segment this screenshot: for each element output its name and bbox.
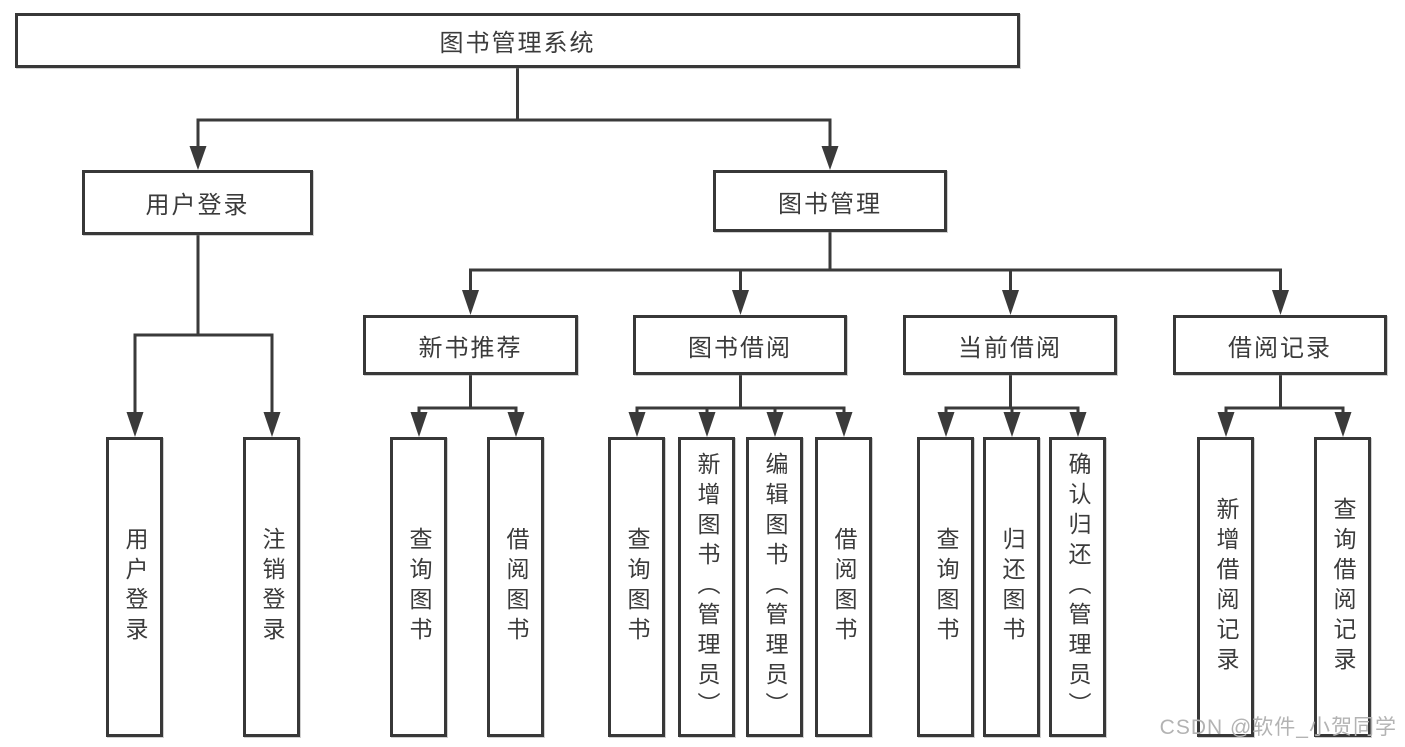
leaf-add-borrow-record-label: 新增借阅记录 [1213,497,1239,677]
node-borrowing-records: 借阅记录 [1173,315,1387,375]
node-book-management: 图书管理 [713,170,947,232]
leaf-recommend-borrow-books: 借阅图书 [487,437,544,737]
node-user-login-label: 用户登录 [145,192,250,219]
node-borrowing-records-label: 借阅记录 [1228,334,1332,362]
node-current-borrowing: 当前借阅 [903,315,1117,375]
leaf-borrowing-query-books-label: 查询图书 [624,527,650,647]
leaf-recommend-query-books: 查询图书 [390,437,447,737]
leaf-query-borrow-record: 查询借阅记录 [1314,437,1371,737]
csdn-watermark: CSDN @软件_小贺同学 [1159,716,1397,739]
node-book-borrowing: 图书借阅 [633,315,847,375]
arrowheads [126,146,1352,437]
leaf-confirm-return-admin-label: 确认归还（管理员） [1065,452,1091,722]
node-new-book-recommendation: 新书推荐 [363,315,578,375]
leaf-logout-login: 注销登录 [243,437,300,737]
leaf-edit-books-admin-label: 编辑图书（管理员） [762,452,788,722]
leaf-current-query-books: 查询图书 [917,437,974,737]
leaf-recommend-borrow-books-label: 借阅图书 [503,527,529,647]
leaf-current-query-books-label: 查询图书 [933,527,959,647]
leaf-add-books-admin: 新增图书（管理员） [678,437,735,737]
node-user-login: 用户登录 [82,170,313,235]
leaf-logout-login-label: 注销登录 [259,527,285,647]
node-current-borrowing-label: 当前借阅 [958,334,1062,362]
leaf-user-login-label: 用户登录 [122,527,148,647]
leaf-add-borrow-record: 新增借阅记录 [1197,437,1254,737]
node-library-system: 图书管理系统 [15,13,1020,68]
leaf-query-borrow-record-label: 查询借阅记录 [1330,497,1356,677]
leaf-borrowing-query-books: 查询图书 [608,437,665,737]
leaf-borrowing-borrow-books-label: 借阅图书 [831,527,857,647]
leaf-confirm-return-admin: 确认归还（管理员） [1049,437,1106,737]
leaf-return-books: 归还图书 [983,437,1040,737]
leaf-user-login: 用户登录 [106,437,163,737]
leaf-return-books-label: 归还图书 [999,527,1025,647]
node-library-system-label: 图书管理系统 [439,30,596,57]
node-book-management-label: 图书管理 [778,190,882,218]
node-book-borrowing-label: 图书借阅 [688,334,792,362]
leaf-edit-books-admin: 编辑图书（管理员） [746,437,803,737]
leaf-recommend-query-books-label: 查询图书 [406,527,432,647]
node-new-book-recommendation-label: 新书推荐 [418,334,523,362]
leaf-borrowing-borrow-books: 借阅图书 [815,437,872,737]
leaf-add-books-admin-label: 新增图书（管理员） [694,452,720,722]
